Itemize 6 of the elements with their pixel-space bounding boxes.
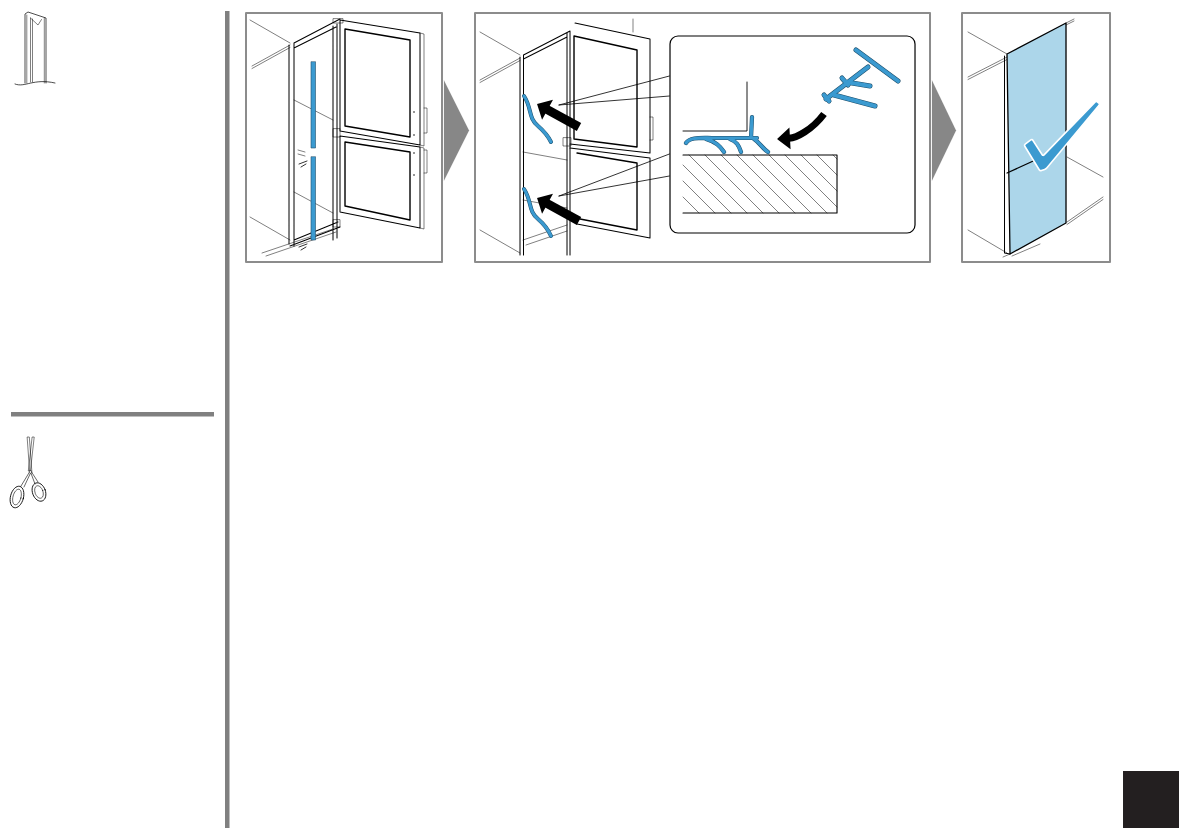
step-arrow [931,80,957,181]
leader-line [558,75,670,106]
leader-line [558,153,670,197]
step-arrow [443,80,470,181]
detail-inset [669,35,916,234]
illustration-panel [474,12,931,263]
